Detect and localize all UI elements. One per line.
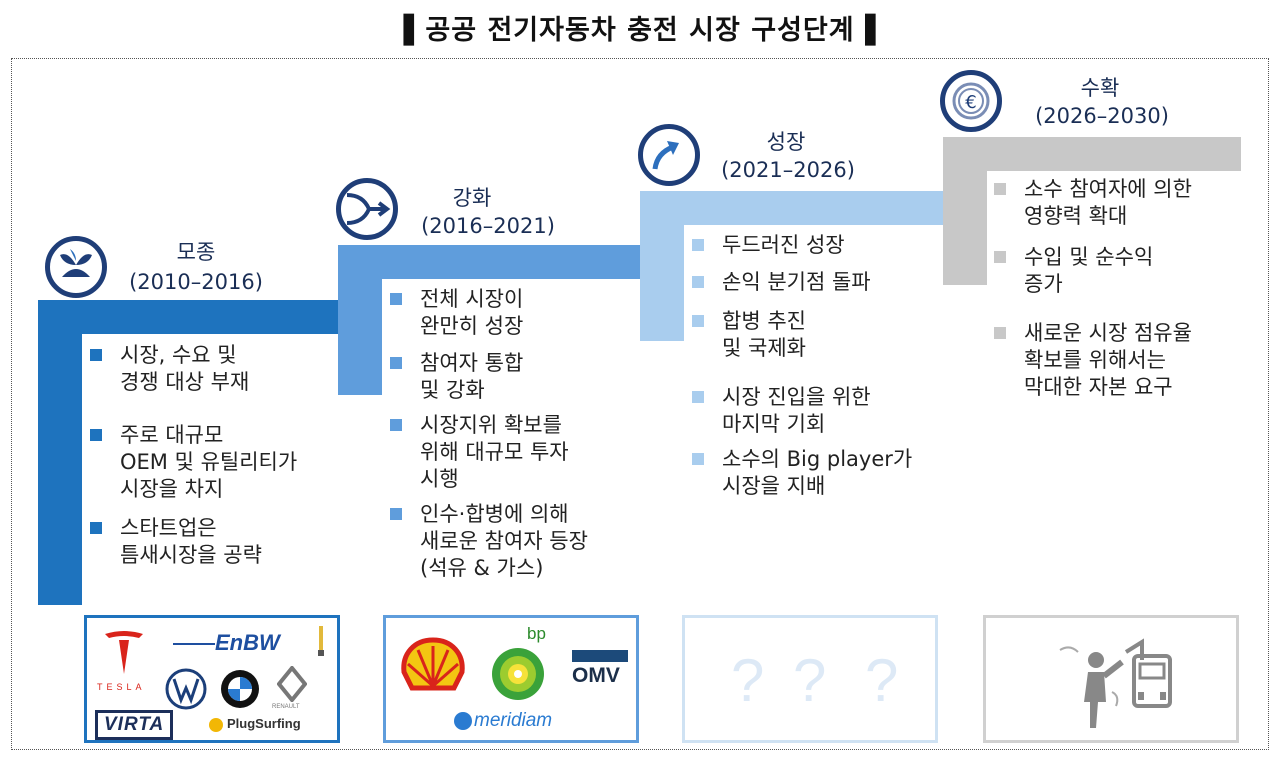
- stage-4-years: (2026–2030): [1035, 104, 1169, 128]
- renault-wordmark: RENAULT: [272, 704, 300, 710]
- plugsurfing-dot: [209, 718, 223, 732]
- omv-logo: OMV: [572, 664, 620, 687]
- enbw-logo: EnBW: [215, 630, 280, 655]
- list-item: 시장, 수요 및 경쟁 대상 부재: [82, 342, 332, 396]
- meridiam-mark: [454, 712, 472, 730]
- list-item: 스타트업은 틈새시장을 공략: [82, 515, 332, 569]
- stage-3-years: (2021–2026): [721, 158, 855, 182]
- stage-3-step-top: [640, 191, 943, 225]
- stage-3-step-column: [640, 191, 684, 341]
- bullet-text: 스타트업은 틈새시장을 공략: [120, 516, 262, 567]
- bullet-text: 소수의 Big player가 시장을 지배: [722, 447, 913, 498]
- vw-logo: [165, 668, 207, 710]
- stage-2-bullets: 전체 시장이 완만히 성장 참여자 통합 및 강화 시장지위 확보를 위해 대규…: [382, 286, 637, 582]
- bp-logo: [492, 648, 544, 700]
- bullet-text: 인수·합병에 의해 새로운 참여자 등장 (석유 & 가스): [420, 502, 588, 580]
- stage-2-step-column: [338, 245, 382, 395]
- stage-1-years: (2010–2016): [129, 270, 263, 294]
- stage-1-logos: TESLA EnBW RENAULT VIRTA PlugSurfing: [84, 615, 340, 743]
- list-item: 두드러진 성장: [684, 232, 942, 259]
- list-item: 참여자 통합 및 강화: [382, 350, 637, 404]
- question-mark-1: ?: [731, 647, 765, 714]
- shell-logo: [401, 637, 465, 691]
- stage-3-name: 성장: [766, 130, 806, 154]
- bullet-text: 주로 대규모 OEM 및 유틸리티가 시장을 차지: [120, 423, 298, 501]
- bullet-text: 전체 시장이 완만히 성장: [420, 287, 524, 338]
- list-item: 합병 추진 및 국제화: [684, 308, 942, 362]
- list-item: 인수·합병에 의해 새로운 참여자 등장 (석유 & 가스): [382, 501, 637, 582]
- bullet-text: 시장지위 확보를 위해 대규모 투자 시행: [420, 413, 569, 491]
- list-item: 시장지위 확보를 위해 대규모 투자 시행: [382, 412, 637, 493]
- bmw-logo: [221, 670, 259, 708]
- stage-3-logos: ? ? ?: [682, 615, 938, 743]
- question-mark-2: ?: [793, 647, 827, 714]
- stage-4-step-top: [943, 137, 1241, 171]
- plant-icon: [45, 236, 107, 298]
- bullet-text: 수입 및 순수익 증가: [1024, 245, 1154, 296]
- list-item: 소수 참여자에 의한 영향력 확대: [986, 176, 1256, 230]
- bullet-text: 시장 진입을 위한 마지막 기회: [722, 385, 871, 436]
- list-item: 시장 진입을 위한 마지막 기회: [684, 384, 942, 438]
- stage-2-logos: bp OMV meridiam: [383, 615, 639, 743]
- list-item: 수입 및 순수익 증가: [986, 244, 1256, 298]
- page-title: ▌공공 전기자동차 충전 시장 구성단계▐: [403, 15, 877, 46]
- bullet-text: 시장, 수요 및 경쟁 대상 부재: [120, 343, 250, 394]
- list-item: 손익 분기점 돌파: [684, 269, 942, 296]
- tesla-logo: [105, 631, 143, 674]
- stage-2-years: (2016–2021): [421, 214, 555, 238]
- renault-logo: [277, 666, 307, 702]
- bullet-text: 소수 참여자에 의한 영향력 확대: [1024, 177, 1192, 228]
- bp-wordmark: bp: [527, 624, 546, 643]
- stage-4-bullets: 소수 참여자에 의한 영향력 확대 수입 및 순수익 증가 새로운 시장 점유율…: [986, 176, 1256, 401]
- meridiam-logo: meridiam: [474, 710, 553, 731]
- stage-2-step-top: [338, 245, 640, 279]
- euro-coin-icon: €: [940, 70, 1002, 132]
- virta-logo: VIRTA: [95, 710, 174, 740]
- enbw-line: [173, 643, 215, 645]
- question-mark-3: ?: [865, 647, 899, 714]
- bulb-logo: [318, 626, 324, 656]
- list-item: 소수의 Big player가 시장을 지배: [684, 446, 942, 500]
- bullet-text: 합병 추진 및 국제화: [722, 309, 806, 360]
- plugsurfing-logo: PlugSurfing: [227, 716, 301, 731]
- stage-4-name: 수확: [1080, 76, 1120, 100]
- bullet-text: 손익 분기점 돌파: [722, 270, 871, 294]
- growth-arrow-icon: [638, 124, 700, 186]
- bullet-text: 두드러진 성장: [722, 233, 845, 257]
- stage-1-name: 모종: [176, 240, 216, 264]
- list-item: 새로운 시장 점유율 확보를 위해서는 막대한 자본 요구: [986, 320, 1256, 401]
- bullet-text: 참여자 통합 및 강화: [420, 351, 524, 402]
- stage-2-name: 강화: [452, 186, 492, 210]
- stage-1-step-column: [38, 300, 82, 605]
- omv-bar: [572, 650, 628, 662]
- stage-4-logos: [983, 615, 1239, 743]
- svg-text:€: €: [965, 92, 976, 113]
- bullet-text: 새로운 시장 점유율 확보를 위해서는 막대한 자본 요구: [1024, 321, 1192, 399]
- stage-1-bullets: 시장, 수요 및 경쟁 대상 부재 주로 대규모 OEM 및 유틸리티가 시장을…: [82, 342, 332, 569]
- merge-arrow-icon: [336, 178, 398, 240]
- diagram-frame: [11, 58, 1269, 750]
- stage-3-bullets: 두드러진 성장 손익 분기점 돌파 합병 추진 및 국제화 시장 진입을 위한 …: [684, 232, 942, 500]
- tesla-wordmark: TESLA: [97, 682, 146, 692]
- list-item: 전체 시장이 완만히 성장: [382, 286, 637, 340]
- stage-4-step-column: [943, 137, 987, 285]
- list-item: 주로 대규모 OEM 및 유틸리티가 시장을 차지: [82, 422, 332, 503]
- person-charging-icon: [1059, 638, 1172, 728]
- stage-1-step-top: [38, 300, 338, 334]
